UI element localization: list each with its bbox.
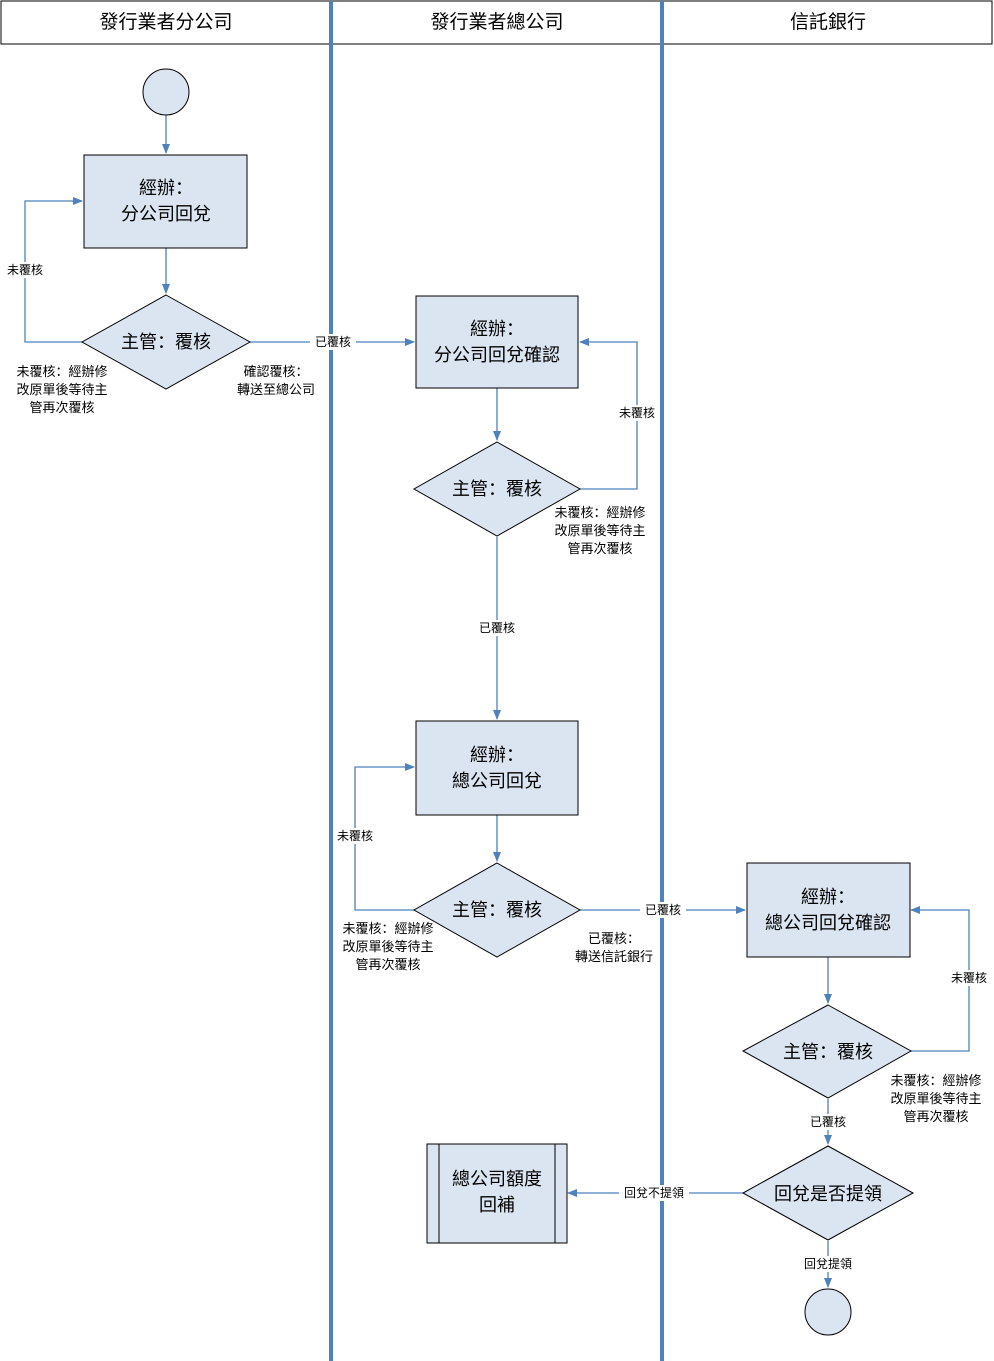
edge-label-hq-confirm-not-reviewed: 未覆核 [619,406,655,420]
svg-text:管再次覆核: 管再次覆核 [355,957,420,973]
quota-process-node: 總公司額度 回補 [426,1143,568,1244]
svg-text:管再次覆核: 管再次覆核 [903,1109,968,1125]
lane-title-bank: 信託銀行 [790,11,866,33]
svg-text:改原單後等待主: 改原單後等待主 [554,523,645,539]
bank-clerk-node: 經辦： 總公司回兌確認 [746,862,911,958]
svg-text:管再次覆核: 管再次覆核 [29,400,94,416]
svg-text:經辦：: 經辦： [470,745,524,766]
svg-text:經辦：: 經辦： [139,178,193,199]
hq-confirm-clerk-node: 經辦： 分公司回兌確認 [415,295,579,389]
svg-text:總公司額度: 總公司額度 [452,1169,542,1190]
svg-text:總公司回兌確認: 總公司回兌確認 [765,913,891,934]
hq-redeem-clerk-node: 經辦： 總公司回兌 [415,720,579,816]
svg-text:未覆核：經辦修: 未覆核：經辦修 [342,922,433,937]
hq-confirm-check-decision: 主管：覆核 [412,441,582,537]
branch-clerk-node: 經辦： 分公司回兌 [83,154,248,249]
svg-text:經辦：: 經辦： [801,887,855,908]
svg-text:已覆核：: 已覆核： [588,932,640,947]
note-bank-not-reviewed: 未覆核：經辦修 改原單後等待主 管再次覆核 [890,1074,981,1125]
note-hq-confirm-not-reviewed: 未覆核：經辦修 改原單後等待主 管再次覆核 [554,506,645,557]
svg-text:改原單後等待主: 改原單後等待主 [342,939,433,955]
note-branch-forward: 確認覆核： 轉送至總公司 [237,364,315,398]
svg-text:回補: 回補 [479,1195,515,1216]
note-hq-redeem-not-reviewed: 未覆核：經辦修 改原單後等待主 管再次覆核 [342,922,433,973]
edge-label-redeem-withdraw: 回兌提領 [804,1256,852,1271]
svg-text:主管：覆核: 主管：覆核 [452,479,542,500]
svg-text:分公司回兌: 分公司回兌 [121,204,211,225]
svg-text:經辦：: 經辦： [470,319,524,340]
svg-text:轉送至總公司: 轉送至總公司 [237,382,315,398]
edge-label-bank-reviewed: 已覆核 [810,1115,846,1129]
svg-text:確認覆核：: 確認覆核： [243,364,308,380]
svg-text:未覆核：經辦修: 未覆核：經辦修 [16,365,107,380]
svg-text:未覆核：經辦修: 未覆核：經辦修 [554,506,645,521]
hq-redeem-check-decision: 主管：覆核 [412,862,582,958]
lane-title-hq: 發行業者總公司 [430,11,563,33]
bank-check-decision: 主管：覆核 [741,1004,913,1099]
connectors [24,115,970,1288]
edge-label-hq-redeem-reviewed: 已覆核 [645,903,681,917]
edge-label-bank-not-reviewed: 未覆核 [951,971,987,985]
lane-header-row: 發行業者分公司 發行業者總公司 信託銀行 [0,0,993,45]
svg-text:分公司回兌確認: 分公司回兌確認 [434,345,560,366]
start-node [142,68,190,116]
withdraw-decision: 回兌是否提領 [741,1145,915,1241]
svg-text:轉送信託銀行: 轉送信託銀行 [575,949,653,965]
note-branch-not-reviewed: 未覆核：經辦修 改原單後等待主 管再次覆核 [16,365,107,416]
edge-labels: 未覆核 已覆核 未覆核 已覆核 未覆核 已覆核 未覆核 已覆核 回兌不提領 回兌… [3,262,991,1272]
svg-text:主管：覆核: 主管：覆核 [452,900,542,921]
branch-check-decision: 主管：覆核 [80,294,252,390]
note-hq-forward: 已覆核： 轉送信託銀行 [575,932,653,965]
svg-text:回兌是否提領: 回兌是否提領 [774,1184,882,1205]
edge-label-branch-not-reviewed: 未覆核 [7,263,43,277]
svg-text:改原單後等待主: 改原單後等待主 [890,1091,981,1107]
svg-text:未覆核：經辦修: 未覆核：經辦修 [890,1074,981,1089]
svg-text:管再次覆核: 管再次覆核 [567,541,632,557]
edge-label-redeem-no-withdraw: 回兌不提領 [624,1185,684,1200]
end-node [804,1288,852,1336]
svg-text:主管：覆核: 主管：覆核 [783,1042,873,1063]
edge-label-hq-confirm-reviewed: 已覆核 [479,621,515,635]
svg-text:總公司回兌: 總公司回兌 [452,771,542,792]
edge-label-hq-redeem-not-reviewed: 未覆核 [337,829,373,843]
lane-title-branch: 發行業者分公司 [99,11,232,33]
edge-label-branch-reviewed: 已覆核 [315,335,351,349]
svg-text:改原單後等待主: 改原單後等待主 [16,382,107,398]
svg-text:主管：覆核: 主管：覆核 [121,332,211,353]
